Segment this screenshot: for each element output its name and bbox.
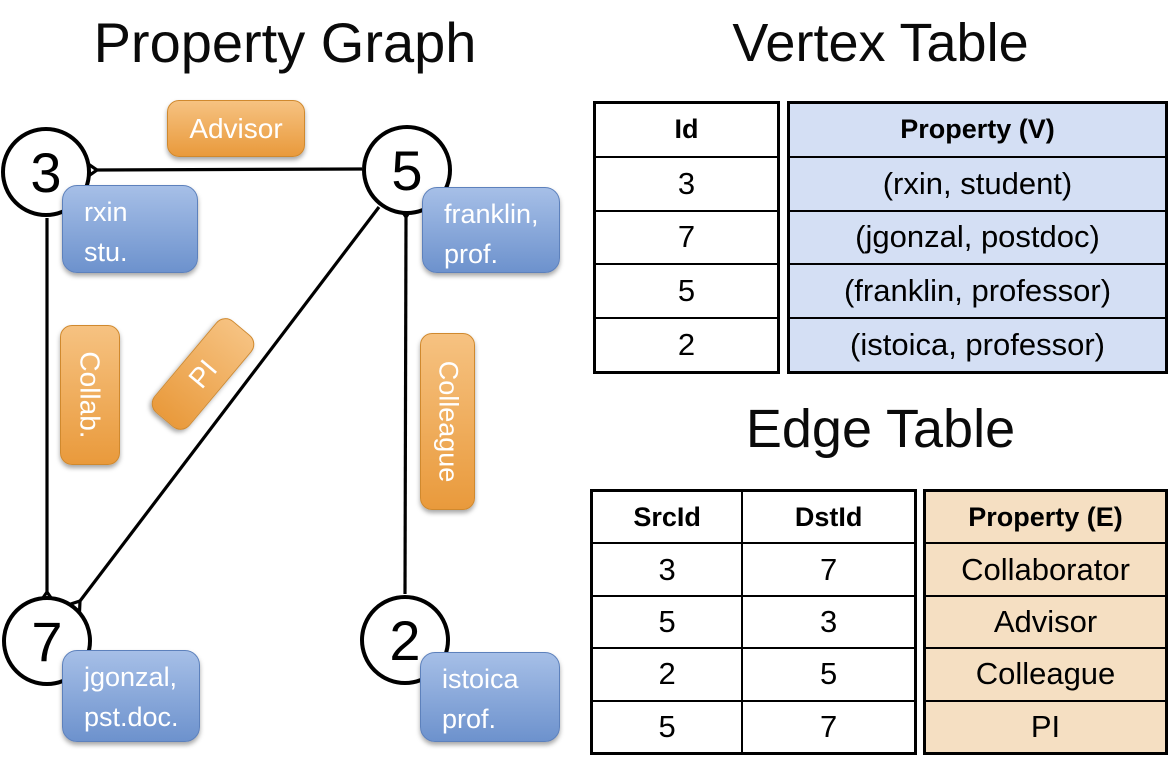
vertex-property-line: stu. [84, 237, 128, 267]
edge-table-col-dst: DstId [741, 492, 914, 543]
table-cell: 3 [658, 551, 676, 587]
vertex-id: 2 [389, 608, 421, 672]
vertex-property-line: prof. [444, 239, 499, 269]
edge-pi-5-to-7 [64, 206, 381, 617]
table-cell: PI [926, 699, 1165, 752]
vertex-node-2: 2 [360, 595, 450, 685]
table-cell: 5 [658, 604, 676, 640]
table-cell: Colleague [926, 647, 1165, 699]
table-cell: 7 [741, 701, 914, 753]
edge-table-title: Edge Table [745, 399, 1016, 459]
edge-label-colleague: Colleague [420, 333, 475, 510]
table-cell: (rxin, student) [790, 155, 1165, 210]
table-cell: 5 [596, 263, 777, 317]
edge-label-text: Advisor [189, 112, 283, 144]
vertex-table-id-column: Id 3 7 5 2 [593, 101, 780, 374]
table-cell: 3 [596, 155, 777, 210]
vertex-property-box-rxin: rxin stu. [62, 185, 198, 273]
edge-label-advisor: Advisor [167, 100, 305, 157]
table-cell: 2 [658, 656, 676, 692]
vertex-table-title: Vertex Table [732, 13, 1029, 73]
vertex-property-box-franklin: franklin, prof. [422, 187, 560, 273]
vertex-id: 7 [31, 609, 63, 673]
vertex-node-5: 5 [362, 125, 452, 215]
table-cell: 7 [596, 209, 777, 264]
vertex-table-property-column: Property (V) (rxin, student) (jgonzal, p… [787, 101, 1168, 374]
vertex-property-line: rxin [84, 197, 128, 227]
vertex-property-line: istoica [442, 664, 519, 694]
vertex-property-line: franklin, [444, 199, 539, 229]
edge-label-text: Colleague [433, 360, 463, 483]
vertex-property-line: pst.doc. [84, 702, 179, 732]
edge-table-id-columns: SrcId DstId 3 7 5 3 2 5 5 7 [590, 489, 917, 755]
table-cell: Advisor [926, 594, 1165, 647]
edge-advisor-5-to-3 [83, 159, 363, 181]
edge-table-col-src: SrcId [633, 501, 701, 532]
table-cell: 7 [741, 544, 914, 595]
table-cell: (istoica, professor) [790, 317, 1165, 371]
table-cell: (franklin, professor) [790, 263, 1165, 317]
vertex-property-box-jgonzal: jgonzal, pst.doc. [62, 650, 200, 742]
edge-colleague-2-to-5 [395, 203, 417, 595]
table-cell: (jgonzal, postdoc) [790, 209, 1165, 264]
graph-edges-canvas [36, 159, 417, 617]
vertex-property-line: prof. [442, 704, 497, 734]
vertex-table-col-id: Id [674, 114, 699, 145]
table-cell: 5 [741, 649, 914, 700]
table-cell: Collaborator [926, 542, 1165, 594]
edge-table-property-column: Property (E) Collaborator Advisor Collea… [923, 489, 1168, 755]
vertex-table-col-property: Property (V) [900, 114, 1055, 145]
edge-label-text: Collab. [75, 351, 107, 439]
vertex-id: 3 [30, 140, 62, 204]
vertex-id: 5 [391, 138, 423, 202]
property-graph-title: Property Graph [93, 11, 477, 74]
vertex-property-line: jgonzal, [84, 662, 178, 692]
table-cell: 2 [596, 317, 777, 371]
table-cell: 3 [741, 596, 914, 648]
edge-label-text: PI [182, 353, 223, 394]
vertex-property-box-istoica: istoica prof. [420, 652, 560, 742]
table-cell: 5 [658, 708, 676, 744]
edge-table-col-property: Property (E) [968, 501, 1123, 532]
edge-label-collab: Collab. [60, 325, 120, 465]
